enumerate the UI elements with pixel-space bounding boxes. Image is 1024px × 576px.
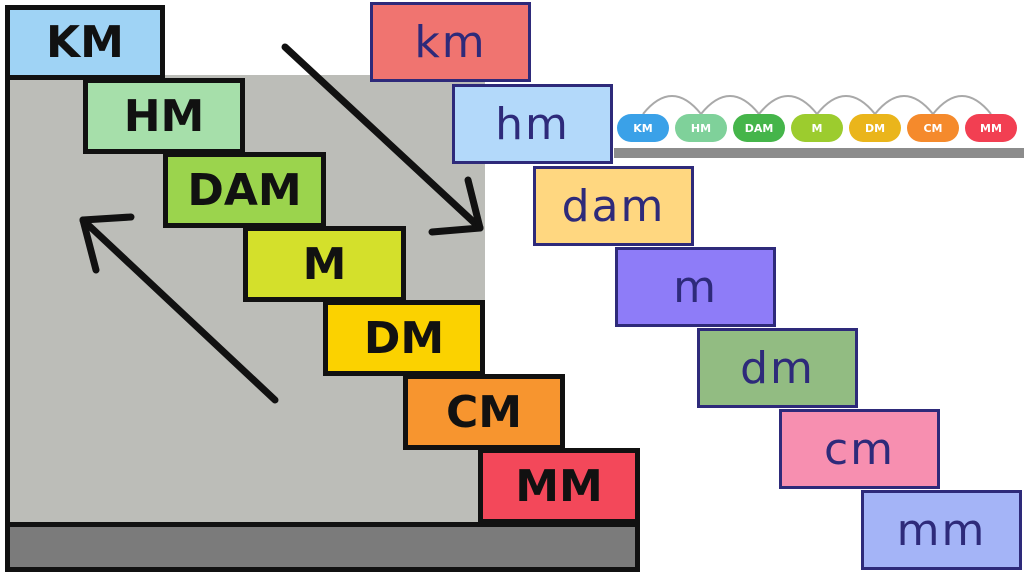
lstep-m: m — [615, 247, 776, 327]
staircase-base — [5, 522, 640, 572]
step-mm: MM — [478, 448, 640, 524]
step-dm: DM — [323, 300, 485, 376]
hop-arcs-icon — [642, 95, 992, 115]
lstep-dam: dam — [533, 166, 694, 246]
lstep-km: km — [370, 2, 531, 82]
pill-cm: CM — [907, 114, 959, 142]
lstep-mm: mm — [861, 490, 1022, 570]
arrow-up-left-icon — [79, 213, 279, 404]
pill-hm: HM — [675, 114, 727, 142]
lstep-hm: hm — [452, 84, 613, 164]
step-cm: CM — [403, 374, 565, 450]
step-dam: DAM — [163, 152, 326, 228]
arrow-down-right-icon — [281, 43, 484, 236]
pill-mm: MM — [965, 114, 1017, 142]
lstep-cm: cm — [779, 409, 940, 489]
pill-dm: DM — [849, 114, 901, 142]
step-m: M — [243, 226, 406, 302]
scale-strip: KM HM DAM M DM CM MM — [614, 84, 1024, 164]
step-hm: HM — [83, 78, 245, 154]
pill-km: KM — [617, 114, 669, 142]
pill-dam: DAM — [733, 114, 785, 142]
step-km: KM — [5, 5, 165, 80]
pill-m: M — [791, 114, 843, 142]
scale-baseline — [614, 148, 1024, 158]
lstep-dm: dm — [697, 328, 858, 408]
